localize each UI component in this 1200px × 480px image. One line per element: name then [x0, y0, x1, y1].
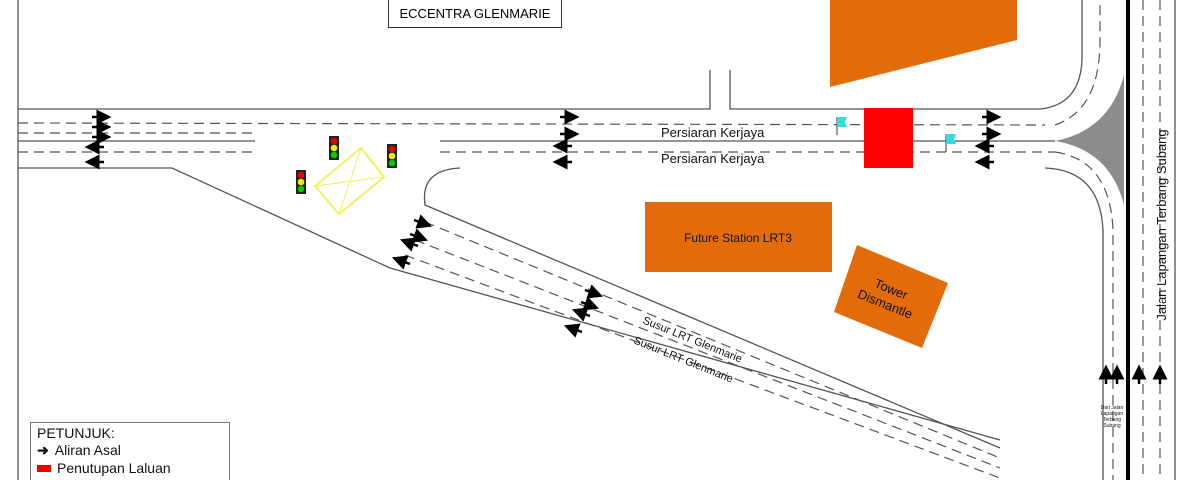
legend-item: ➜ Aliran Asal [37, 441, 223, 459]
arrow-right-icon: ➜ [37, 441, 49, 458]
legend-item-label: Penutupan Laluan [57, 460, 171, 476]
flag-icon [836, 117, 847, 135]
ramp-upper-edge [423, 167, 1001, 449]
right-road-inner-edge [1044, 167, 1104, 480]
tower-dismantle [834, 245, 948, 348]
lane-dash [1054, 151, 1114, 480]
flag-icon [945, 134, 956, 152]
from-label-line: Lapangan [1101, 411, 1123, 417]
main-road-top-edge-left [18, 70, 711, 110]
traffic-light-icon [296, 170, 306, 194]
from-label-line: Dari Jalan [1101, 405, 1124, 411]
road-closure [864, 108, 913, 168]
ramp-dash [424, 221, 1001, 459]
ramp-dash [404, 254, 1001, 479]
legend: PETUNJUK: ➜ Aliran Asal Penutupan Laluan [30, 422, 230, 480]
from-label-line: Terbang [1103, 417, 1121, 423]
ramp-dash [414, 239, 1001, 469]
main-road-top-edge-right [729, 0, 1083, 110]
road-label-persiaran-kerjaya-upper: Persiaran Kerjaya [661, 125, 765, 140]
from-label-line: Subang [1103, 423, 1120, 429]
legend-item: Penutupan Laluan [37, 459, 223, 477]
red-closure-swatch [37, 464, 51, 472]
traffic-light-icon [387, 144, 397, 168]
traffic-island [1055, 75, 1124, 205]
road-label-persiaran-kerjaya-lower: Persiaran Kerjaya [661, 151, 765, 166]
worksite-box [313, 146, 386, 216]
traffic-light-icon [329, 136, 339, 160]
legend-item-label: Aliran Asal [54, 442, 121, 458]
traffic-arrows [84, 109, 1168, 384]
future-station-lrt3 [645, 202, 832, 272]
lane-dash [1054, 0, 1101, 126]
eccentra-glenmarie-label: ECCENTRA GLENMARIE [388, 0, 562, 28]
jalan-lapangan-label: Jalan Lapangan Terbang Subang [1154, 129, 1169, 320]
building-top [830, 0, 1017, 87]
legend-title: PETUNJUK: [37, 425, 115, 441]
future-station-label: Future Station LRT3 [684, 231, 792, 245]
